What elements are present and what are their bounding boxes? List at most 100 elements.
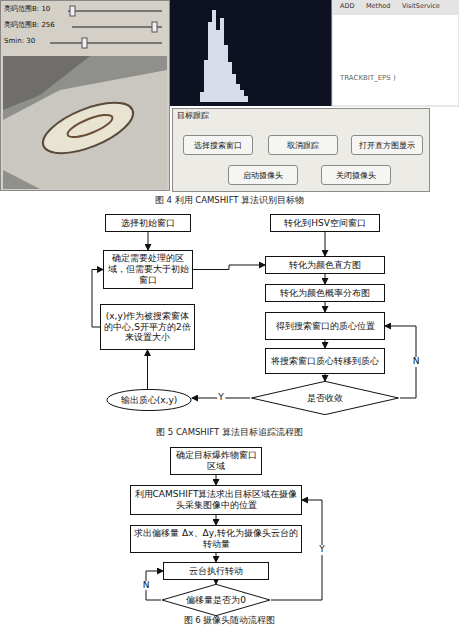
text-wrap: 打开直方图显示: [359, 141, 415, 150]
text-wrap: 目标跟踪: [177, 111, 425, 120]
text-wrap: 转化到HSV空间窗口: [284, 218, 366, 229]
node-text: 转化到HSV空间窗口: [284, 218, 366, 229]
text-wrap: 确定目标爆炸物窗口区域: [174, 450, 258, 472]
ui-label: VisitService: [402, 3, 440, 11]
slider-panel: [1, 1, 170, 191]
node-text: 选择初始窗口: [121, 218, 175, 229]
ui-label: ADD: [340, 3, 354, 11]
cloth-shadow: [3, 56, 90, 110]
terminal-ellipse: 输出质心(x,y): [106, 389, 192, 411]
node-text: 转化为颜色直方图: [289, 260, 361, 271]
figure-caption: 图 5 CAMSHIFT 算法目标追踪流程图: [0, 427, 459, 437]
slider-track: [72, 26, 162, 28]
toolbar-strip: [332, 0, 459, 15]
button: 打开直方图显示: [351, 135, 423, 155]
diamond-shape: [252, 381, 399, 414]
figure-caption: 图 6 摄像头随动流程图: [0, 615, 459, 625]
flow-arrow: [325, 302, 326, 312]
process-box: 确定目标爆炸物窗口区域: [170, 447, 262, 475]
button: 选择搜索窗口: [183, 135, 253, 155]
node-text: 选择搜索窗口: [194, 141, 242, 150]
text-wrap: 是否收敛: [307, 393, 343, 404]
node-text: 确定需要处理的区域，但需要大于初始窗口: [107, 253, 189, 285]
edge-label: Y: [318, 545, 326, 555]
text-wrap: 偏移量是否为0: [186, 595, 246, 606]
process-box: 得到搜索窗口的质心位置: [265, 312, 385, 340]
histogram-bars: [200, 10, 248, 102]
edge-label: N: [412, 357, 421, 367]
node-text: 利用CAMSHIFT算法求出目标区域在摄像头采集图像中的位置: [134, 489, 298, 511]
slider-track: [50, 42, 162, 44]
process-box: 转化到HSV空间窗口: [270, 214, 380, 232]
editor-area: [332, 0, 459, 106]
flow-arrow: [216, 475, 217, 485]
camera-image: [3, 56, 167, 189]
flow-arrow: [325, 374, 326, 381]
flow-arrow: [325, 340, 326, 348]
flow-arrow: [148, 232, 149, 250]
ui-label: TRACKBIT_EPS ): [340, 74, 396, 82]
flow-arrow: [216, 580, 217, 584]
process-box: (x,y)作为被搜索窗体的中心,S开平方的2倍来设置大小: [100, 304, 195, 350]
button: 取消跟踪: [268, 135, 338, 155]
target-mark: [65, 111, 115, 142]
text-wrap: 输出质心(x,y): [121, 395, 178, 406]
text-wrap: 选择初始窗口: [121, 218, 175, 229]
node-text: 将搜索窗口质心转移到质心: [271, 356, 379, 367]
flow-arrow: [147, 350, 148, 389]
node-text: 输出质心(x,y): [121, 395, 178, 406]
text-wrap: 启动摄像头: [243, 171, 283, 180]
diamond-shape: [162, 584, 270, 615]
node-text: 求出偏移量 Δx、Δy,转化为摄像头云台的转动量: [134, 528, 298, 550]
node-text: 云台执行转动: [189, 566, 243, 577]
slider-thumb: [70, 6, 75, 16]
ellipse-shape: [107, 389, 191, 410]
text-wrap: 得到搜索窗口的质心位置: [276, 321, 375, 332]
node-text: 转化为颜色概率分布图: [280, 288, 370, 299]
node-text: 取消跟踪: [287, 141, 319, 150]
text-wrap: 求出偏移量 Δx、Δy,转化为摄像头云台的转动量: [134, 528, 298, 550]
text-wrap: 选择搜索窗口: [194, 141, 242, 150]
text-wrap: 取消跟踪: [287, 141, 319, 150]
decision-diamond: 是否收敛: [250, 381, 400, 415]
flow-arrow: [216, 553, 217, 562]
text-wrap: (x,y)作为被搜索窗体的中心,S开平方的2倍来设置大小: [104, 311, 191, 343]
node-text: 关闭摄像头: [336, 171, 376, 180]
slider-track: [68, 10, 162, 12]
node-text: 是否收敛: [307, 393, 343, 404]
node-text: 得到搜索窗口的质心位置: [276, 321, 375, 332]
window-title: 目标跟踪: [177, 111, 425, 120]
flow-arrow: [193, 265, 265, 270]
process-box: 确定需要处理的区域，但需要大于初始窗口: [103, 250, 193, 289]
text-wrap: 云台执行转动: [189, 566, 243, 577]
text-wrap: 确定需要处理的区域，但需要大于初始窗口: [107, 253, 189, 285]
ui-label: Method: [366, 3, 390, 11]
flow-arrow: [325, 274, 326, 284]
node-text: 确定目标爆炸物窗口区域: [174, 450, 258, 472]
button: 启动摄像头: [228, 165, 298, 185]
process-box: 选择初始窗口: [105, 214, 191, 232]
process-box: 转化为颜色概率分布图: [265, 284, 385, 302]
process-box: 云台执行转动: [163, 562, 269, 580]
node-text: 启动摄像头: [243, 171, 283, 180]
flow-arrow: [325, 232, 326, 256]
node-text: (x,y)作为被搜索窗体的中心,S开平方的2倍来设置大小: [104, 311, 191, 343]
flow-arrow: [216, 515, 217, 525]
slider-thumb: [82, 38, 87, 48]
text-wrap: 转化为颜色概率分布图: [280, 288, 370, 299]
node-text: 打开直方图显示: [359, 141, 415, 150]
figure-caption: 图 4 利用 CAMSHIFT 算法识别目标物: [0, 195, 459, 205]
decision-diamond: 偏移量是否为0: [161, 584, 271, 616]
slider-thumb: [152, 22, 157, 32]
process-box: 转化为颜色直方图: [265, 256, 385, 274]
text-wrap: 将搜索窗口质心转移到质心: [271, 356, 379, 367]
edge-label: N: [142, 581, 151, 591]
dialog-window: 目标跟踪选择搜索窗口 取消跟踪 打开直方图显示启动摄像头 关闭摄像头: [172, 108, 430, 192]
process-box: 将搜索窗口质心转移到质心: [265, 348, 385, 374]
ui-label: 亮码范围B: 256: [4, 21, 55, 29]
process-box: 利用CAMSHIFT算法求出目标区域在摄像头采集图像中的位置: [130, 485, 302, 515]
histogram-window: [170, 0, 332, 106]
ui-label: Smin: 30: [4, 37, 35, 45]
button: 关闭摄像头: [321, 165, 391, 185]
node-text: 偏移量是否为0: [186, 595, 246, 606]
